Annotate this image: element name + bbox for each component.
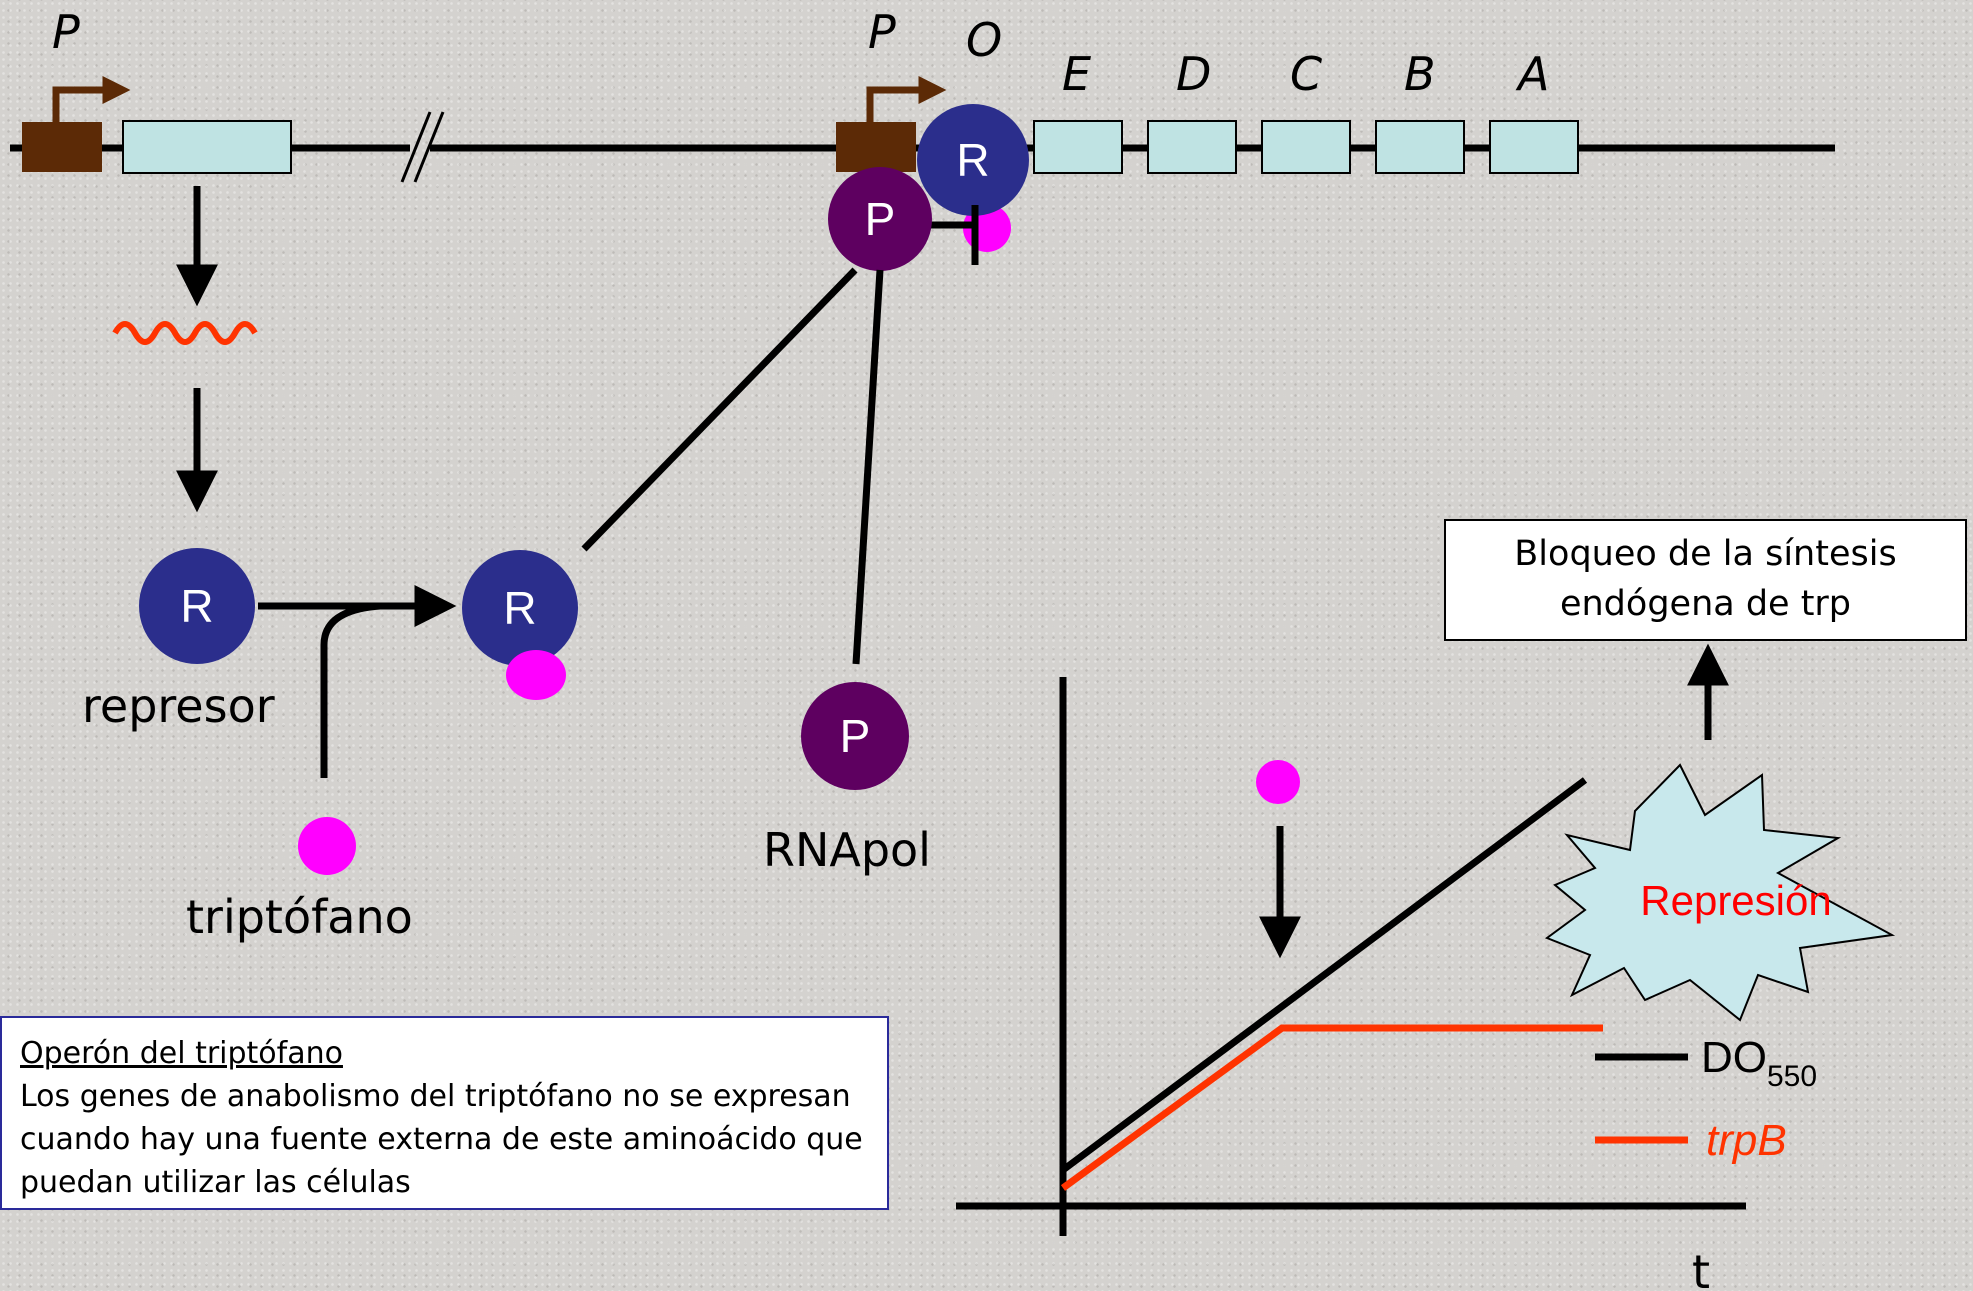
series-trpb-line — [1060, 1024, 1603, 1191]
promoter-right — [836, 122, 916, 172]
promoter-left — [22, 122, 102, 172]
gene-box-c — [1261, 120, 1351, 174]
tryptophan-dot — [298, 817, 356, 875]
rnapol-blocked-symbol: P — [865, 193, 896, 245]
connector-lines — [581, 267, 884, 665]
repressor-activation: triptófano R — [186, 550, 578, 944]
bound-repressor-complex: R P — [828, 104, 1029, 271]
repressor-expression-pathway: R represor — [82, 186, 275, 733]
tryptophan-label: triptófano — [186, 890, 413, 944]
rnapol-blocked — [828, 167, 932, 271]
caption-title: Operón del triptófano — [20, 1036, 343, 1071]
legend-do550-subscript: 550 — [1767, 1060, 1817, 1093]
legend-do550-label: DO550 — [1701, 1033, 1817, 1093]
promoter-arrow-icon — [866, 76, 947, 122]
gene-box-e — [1033, 120, 1123, 174]
repressor-active — [462, 550, 578, 666]
block-box-text: Bloqueo de la síntesis endógena de trp — [1514, 534, 1897, 624]
promoter-left-label: P — [52, 5, 80, 59]
gene-box-b — [1375, 120, 1465, 174]
gene-label-e: E — [1062, 47, 1091, 101]
repression-burst-icon: Represión — [1544, 763, 1896, 1022]
rnapol-label: RNApol — [763, 823, 931, 877]
promoter-right-label: P — [868, 5, 896, 59]
rnapol-free-group: P RNApol — [763, 682, 931, 877]
repressor-on-operator-symbol: R — [956, 134, 989, 186]
legend-trpb-label: trpB — [1706, 1116, 1787, 1165]
caption-box: Operón del triptófano Los genes de anabo… — [0, 1016, 889, 1210]
tryptophan-dot-bound — [506, 650, 566, 700]
repressor-label: represor — [82, 679, 275, 733]
gene-box-d — [1147, 120, 1237, 174]
rnapol-free-symbol: P — [840, 710, 871, 762]
gene-label-d: D — [1176, 47, 1211, 101]
repressor-on-operator — [917, 104, 1029, 216]
promoter-arrow-icon — [52, 76, 131, 122]
caption-body: Los genes de anabolismo del triptófano n… — [20, 1079, 863, 1200]
graph-x-axis-label: t — [1692, 1245, 1710, 1291]
endogenous-synthesis-block-box: Bloqueo de la síntesis endógena de trp — [1444, 519, 1967, 641]
trp-operon-region: P O E D C B A — [836, 5, 1579, 174]
gene-label-c: C — [1290, 47, 1322, 101]
repressor-gene — [122, 120, 292, 174]
repression-label: Represión — [1640, 877, 1831, 924]
repressor-free — [139, 548, 255, 664]
mrna-wave-icon — [112, 321, 258, 345]
gene-label-a: A — [1515, 47, 1549, 101]
operator-label: O — [966, 13, 1002, 67]
regulator-gene-region: P — [22, 5, 292, 174]
gene-box-a — [1489, 120, 1579, 174]
repressor-free-symbol: R — [180, 580, 213, 632]
dna-break-mark — [400, 111, 432, 183]
growth-graph: t DO550 trpB — [956, 677, 1817, 1291]
rnapol-free — [801, 682, 909, 790]
tryptophan-addition-dot — [1256, 760, 1300, 804]
repressor-active-symbol: R — [503, 582, 536, 634]
gene-label-b: B — [1404, 47, 1436, 101]
series-do550-line — [1060, 777, 1588, 1173]
